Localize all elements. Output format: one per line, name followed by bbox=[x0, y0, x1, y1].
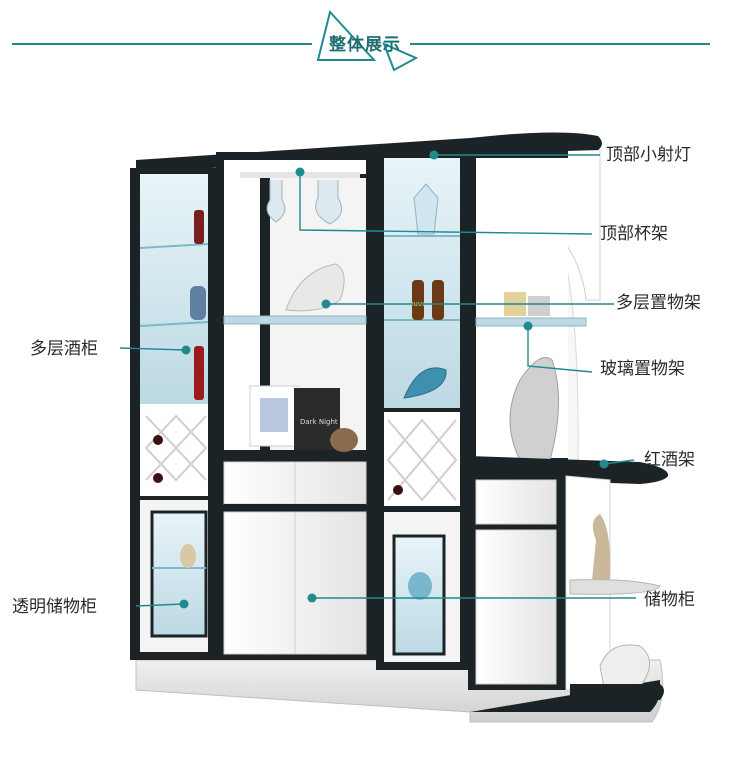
label-multi-shelf: 多层置物架 bbox=[616, 293, 701, 313]
book-title: Dark Night bbox=[300, 418, 338, 426]
label-glass-shelf: 玻璃置物架 bbox=[600, 359, 685, 379]
label-multi-wine-cabinet: 多层酒柜 bbox=[30, 339, 98, 359]
callout-dots bbox=[179, 150, 609, 609]
header-decoration bbox=[12, 9, 710, 72]
page-title: 整体展示 bbox=[329, 35, 401, 55]
label-top-spotlight: 顶部小射灯 bbox=[606, 145, 691, 165]
label-storage-cabinet: 储物柜 bbox=[644, 590, 695, 610]
label-wine-rack: 红酒架 bbox=[644, 450, 695, 470]
label-top-glass-rack: 顶部杯架 bbox=[600, 224, 668, 244]
label-clear-storage-cabinet: 透明储物柜 bbox=[12, 597, 97, 617]
callout-lines bbox=[119, 154, 636, 607]
